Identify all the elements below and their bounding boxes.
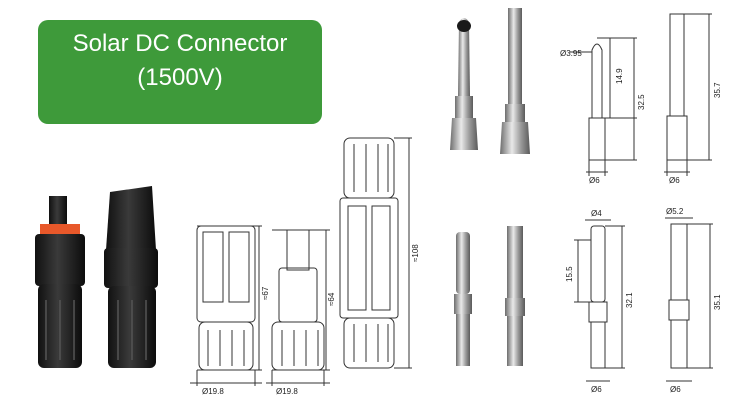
dim-male-pin-bottom-tip-length: 15.5	[565, 266, 574, 282]
female-pin-drawing-top	[664, 13, 712, 176]
dim-female-pin-bottom-length: 35.1	[713, 294, 722, 310]
male-pin-drawing-top	[570, 37, 637, 176]
dim-female-pin-top-base-diameter: Ø6	[669, 176, 680, 185]
banner-subtitle: (1500V)	[137, 64, 223, 91]
dim-female-pin-bottom-base-diameter: Ø6	[670, 385, 681, 394]
dim-male-pin-bottom-length: 32.1	[625, 292, 634, 308]
male-connector-drawing	[266, 229, 330, 386]
dim-mated-length: ≈108	[411, 244, 420, 262]
male-connector-photo	[35, 196, 85, 368]
dim-male-length: ≈64	[327, 292, 336, 306]
female-pin-drawing-bottom	[665, 217, 713, 382]
male-pin-drawing-bottom	[574, 219, 625, 382]
dim-male-pin-bottom-tip-diameter: Ø4	[591, 209, 602, 218]
dim-male-pin-top-tip-diameter: Ø3.95	[560, 49, 582, 58]
dim-female-pin-bottom-tip-diameter: Ø5.2	[666, 207, 684, 216]
female-pin-photo-bottom	[505, 226, 525, 366]
dim-male-pin-bottom-base-diameter: Ø6	[591, 385, 602, 394]
dim-female-diameter: Ø19.8	[202, 387, 224, 396]
female-connector-photo	[104, 186, 158, 368]
dim-male-pin-top-base-diameter: Ø6	[589, 176, 600, 185]
title-banner: Solar DC Connector (1500V)	[38, 20, 322, 124]
dim-female-pin-top-length: 35.7	[713, 82, 722, 98]
male-pin-photo-top	[450, 18, 478, 150]
dim-male-diameter: Ø19.8	[276, 387, 298, 396]
dim-male-pin-top-tip-length: 14.9	[615, 68, 624, 84]
mated-pair-drawing	[339, 137, 412, 369]
dim-male-pin-top-length: 32.5	[637, 94, 646, 110]
female-pin-photo-top	[500, 8, 530, 154]
female-connector-drawing	[190, 225, 262, 386]
dim-female-length: ≈67	[261, 286, 270, 300]
male-pin-photo-bottom	[454, 232, 472, 366]
banner-title: Solar DC Connector	[72, 30, 288, 57]
